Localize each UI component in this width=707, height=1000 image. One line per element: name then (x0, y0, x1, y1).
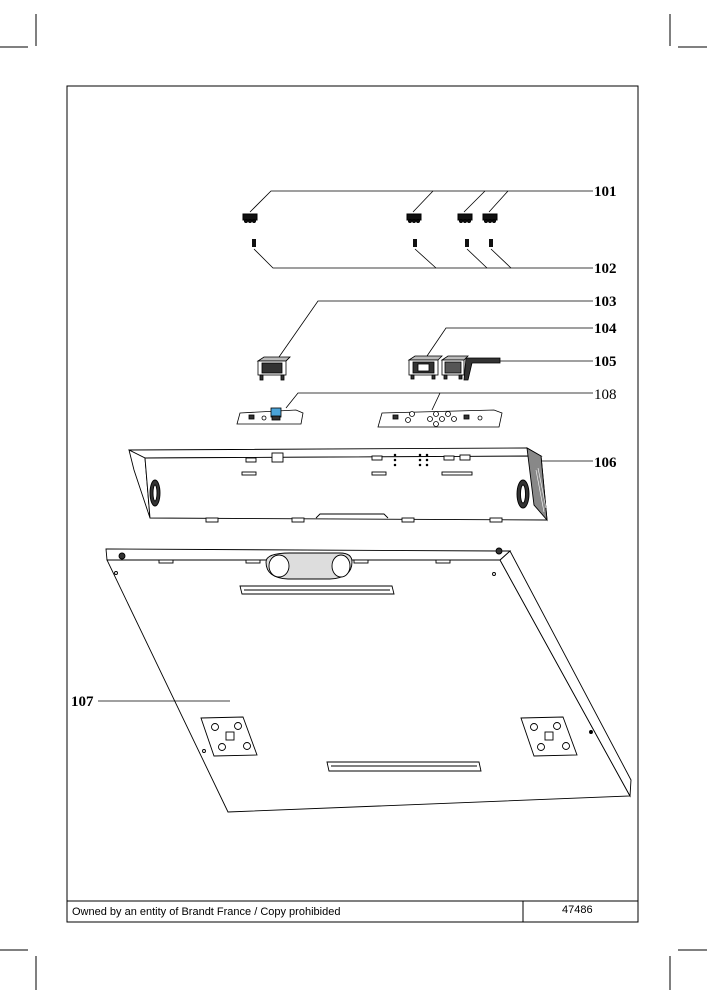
part-108-pcb-right (377, 409, 503, 428)
part-106-control-panel (128, 447, 548, 523)
leader-103 (278, 300, 593, 358)
part-102-pins (252, 239, 493, 247)
footer-document-number: 47486 (562, 904, 593, 916)
footer-ownership-notice: Owned by an entity of Brandt France / Co… (72, 906, 341, 918)
callout-102: 102 (594, 261, 617, 277)
callout-105: 105 (594, 354, 617, 370)
leader-104 (426, 327, 593, 357)
callout-101: 101 (594, 184, 617, 200)
callout-104: 104 (594, 321, 617, 337)
callout-103: 103 (594, 294, 617, 310)
part-104-display-holder (407, 355, 443, 380)
leader-101 (249, 190, 593, 213)
crop-marks (0, 14, 707, 990)
part-107-door-panel (105, 547, 632, 813)
callout-107: 107 (71, 694, 94, 710)
callout-108: 108 (594, 387, 617, 403)
leader-102 (253, 248, 593, 269)
callout-106: 106 (594, 455, 617, 471)
leader-108 (285, 392, 593, 411)
part-108-pcb-left (236, 407, 304, 425)
part-105-led-holder (440, 355, 501, 381)
part-101-connectors (242, 213, 498, 223)
part-103-display-holder (256, 356, 291, 381)
drawing-frame (66, 85, 639, 923)
